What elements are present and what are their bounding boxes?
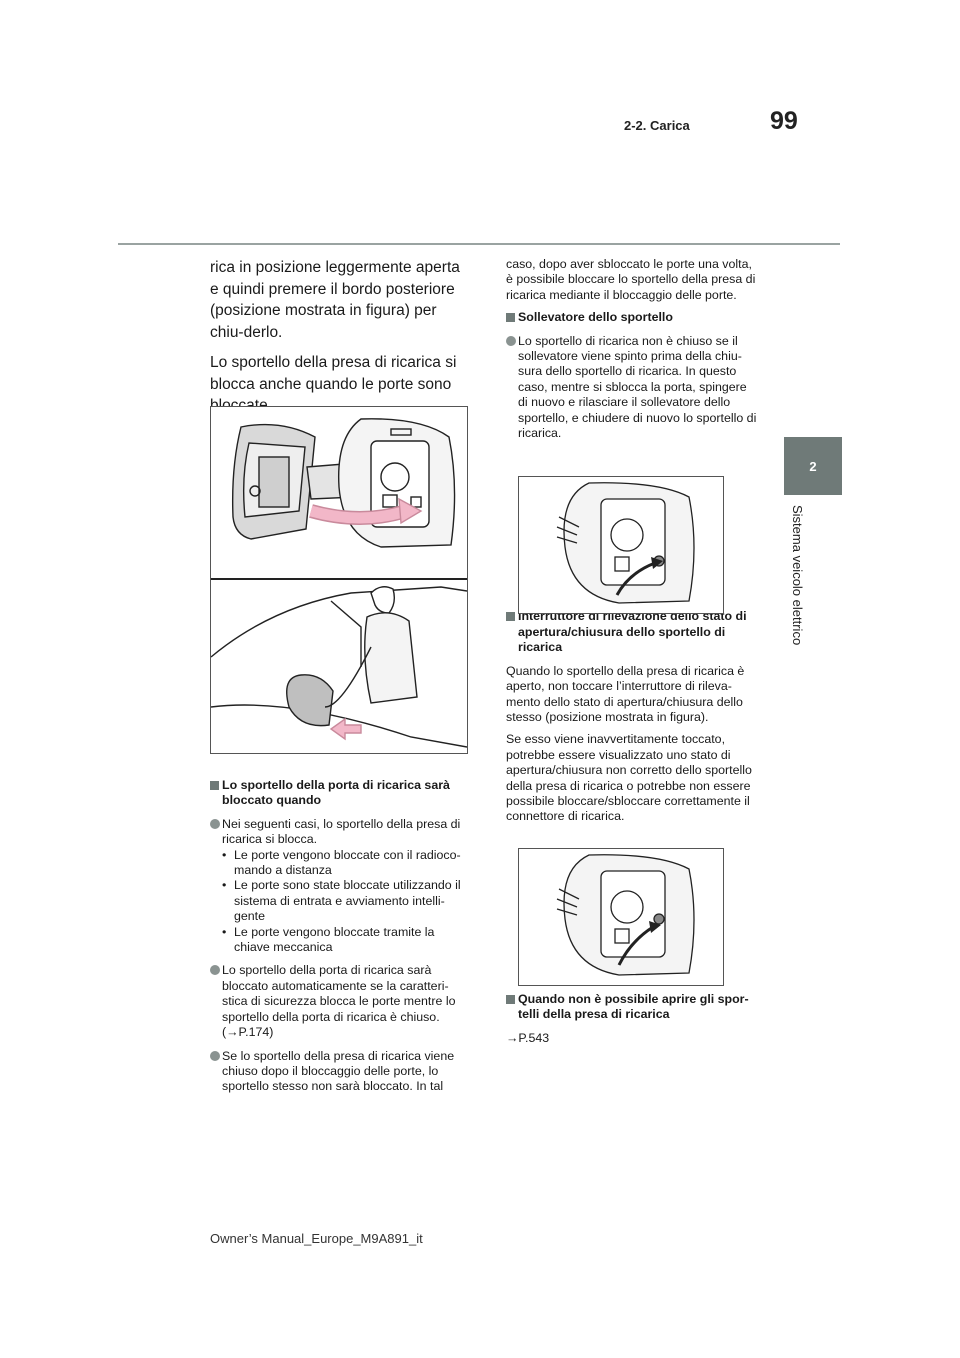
bullet-auto-lock: Lo sportello della porta di ricarica sar… [210,963,472,1040]
heading-switch: Interruttore di rilevazione dello stato … [506,609,758,655]
switch-paragraph-2: Se esso viene inavvertitamente toccato, … [506,732,752,824]
bullet-text: Nei seguenti casi, lo sportello della pr… [222,816,461,847]
charging-door-drawing [211,418,467,748]
heading-door-locked: Lo sportello della porta di ricarica sar… [210,778,472,809]
section-title: 2-2. Carica [624,118,690,133]
switch-drawing [556,854,695,976]
chapter-label-text: Sistema veicolo elettrico [790,505,805,646]
switch-illustration [518,848,724,986]
chapter-label: Sistema veicolo elettrico [784,497,842,657]
chapter-number: 2 [809,458,817,474]
sub-item: Le porte sono state bloccate utilizzando… [222,878,472,924]
heading-cannot-open: Quando non è possibile aprire gli spor-t… [506,992,758,1023]
page-reference: →P.543 [506,1030,550,1045]
bullet-lock-cases: Nei seguenti casi, lo sportello della pr… [210,817,472,956]
switch-paragraph-1: Quando lo sportello della presa di ricar… [506,663,745,724]
sub-item: Le porte vengono bloccate tramite la chi… [222,925,472,956]
bullet-closed-after-lock: Se lo sportello della presa di ricarica … [210,1049,472,1095]
lead-paragraph-1: rica in posizione leggermente aperta e q… [210,259,460,341]
page-number: 99 [770,107,798,135]
continued-text: caso, dopo aver sbloccato le porte una v… [506,257,756,302]
chapter-tab: 2 [784,437,842,495]
header-rule [118,243,840,245]
heading-door-lifter: Sollevatore dello sportello [506,310,758,325]
door-lifter-illustration [518,476,724,614]
left-column: Lo sportello della porta di ricarica sar… [210,778,472,1103]
sub-item: Le porte vengono bloccate con il radioco… [222,848,472,879]
bullet-door-lifter: Lo sportello di ricarica non è chiuso se… [506,334,758,442]
lead-text: rica in posizione leggermente aperta e q… [210,257,470,426]
door-lifter-drawing [556,482,695,604]
charging-door-illustration [210,406,468,754]
footer-text: Owner’s Manual_Europe_M9A891_it [210,1231,423,1246]
